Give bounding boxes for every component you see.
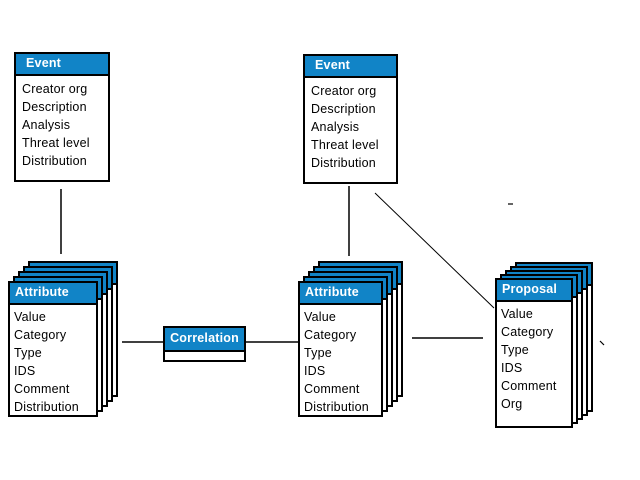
attribute-center-title: Attribute — [300, 283, 381, 305]
attribute-center-fields: Value Category Type IDS Comment Distribu… — [300, 305, 381, 416]
field-category: Category — [501, 325, 554, 339]
field-category: Category — [304, 328, 357, 342]
attribute-left-fields: Value Category Type IDS Comment Distribu… — [10, 305, 96, 416]
field-ids: IDS — [14, 364, 36, 378]
field-threat-level: Threat level — [22, 136, 90, 150]
event-right-node: Event Creator org Description Analysis T… — [303, 54, 398, 184]
field-description: Description — [311, 102, 376, 116]
field-category: Category — [14, 328, 67, 342]
field-org: Org — [501, 397, 523, 411]
field-description: Description — [22, 100, 87, 114]
field-type: Type — [501, 343, 529, 357]
edge-event-right-to-proposal — [374, 192, 495, 309]
field-ids: IDS — [304, 364, 326, 378]
field-type: Type — [14, 346, 42, 360]
proposal-node: Proposal Value Category Type IDS Comment… — [495, 278, 573, 428]
field-distribution: Distribution — [304, 400, 369, 414]
event-left-node: Event Creator org Description Analysis T… — [14, 52, 110, 182]
correlation-title: Correlation — [165, 328, 244, 352]
event-right-title: Event — [305, 56, 396, 78]
field-value: Value — [14, 310, 47, 324]
artifact-tick — [599, 340, 605, 346]
event-left-title: Event — [16, 54, 108, 76]
field-creator-org: Creator org — [311, 84, 377, 98]
event-right-fields: Creator org Description Analysis Threat … — [305, 78, 396, 172]
proposal-title: Proposal — [497, 280, 571, 302]
correlation-node: Correlation — [163, 326, 246, 362]
field-distribution: Distribution — [311, 156, 376, 170]
field-creator-org: Creator org — [22, 82, 88, 96]
field-comment: Comment — [304, 382, 360, 396]
field-comment: Comment — [501, 379, 557, 393]
field-distribution: Distribution — [22, 154, 87, 168]
field-analysis: Analysis — [22, 118, 71, 132]
field-analysis: Analysis — [311, 120, 360, 134]
field-value: Value — [501, 307, 534, 321]
field-ids: IDS — [501, 361, 523, 375]
field-comment: Comment — [14, 382, 70, 396]
field-distribution: Distribution — [14, 400, 79, 414]
attribute-left-title: Attribute — [10, 283, 96, 305]
proposal-fields: Value Category Type IDS Comment Org — [497, 302, 571, 413]
attribute-center-node: Attribute Value Category Type IDS Commen… — [298, 281, 383, 417]
event-left-fields: Creator org Description Analysis Threat … — [16, 76, 108, 170]
attribute-left-node: Attribute Value Category Type IDS Commen… — [8, 281, 98, 417]
field-value: Value — [304, 310, 337, 324]
field-threat-level: Threat level — [311, 138, 379, 152]
field-type: Type — [304, 346, 332, 360]
correlation-body — [165, 352, 244, 360]
